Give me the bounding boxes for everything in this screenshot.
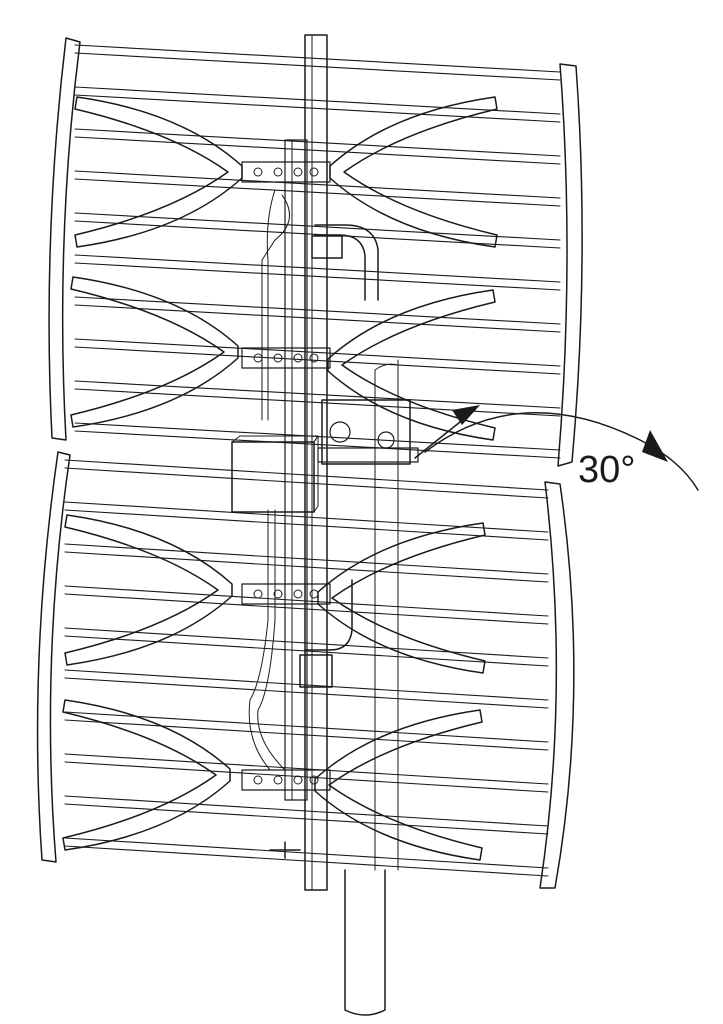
reflector-rod	[74, 170, 561, 199]
dipole-arm	[74, 96, 243, 248]
reflector-rod	[74, 94, 561, 123]
reflector-rod	[74, 212, 561, 241]
dipole-arm	[62, 699, 231, 851]
reflector-rod	[74, 178, 561, 207]
arrowhead-icon	[452, 405, 480, 425]
reflector-rod	[74, 380, 561, 409]
reflector-rod	[74, 338, 561, 367]
dipole-arm	[314, 709, 483, 861]
reflector-rod	[74, 296, 561, 325]
clamp-bolt	[309, 167, 319, 177]
reflector-rod	[64, 845, 549, 877]
reflector-rod	[74, 128, 561, 157]
reflector-rod	[74, 86, 561, 115]
clamp-bolt	[293, 353, 303, 363]
dipole-arm	[327, 289, 496, 441]
clamp-bolt	[273, 589, 283, 599]
angle-label: 30°	[578, 449, 635, 491]
dipole-elements	[62, 96, 498, 861]
clamp-bolt	[253, 353, 263, 363]
reflector-rod	[74, 254, 561, 283]
reflector-rod	[64, 803, 549, 835]
element-clamp	[241, 583, 331, 605]
clamp-bolt	[273, 775, 283, 785]
arrowhead-icon	[642, 430, 668, 462]
clamp-bolt	[309, 589, 319, 599]
reflector-rod	[74, 44, 561, 73]
clamp-bolt	[293, 589, 303, 599]
dipole-arm	[329, 96, 498, 248]
clamp-bolt	[293, 167, 303, 177]
clamp-bolt	[293, 775, 303, 785]
element-clamp	[241, 347, 331, 369]
dipole-arm	[70, 276, 239, 428]
reflector-rod	[74, 304, 561, 333]
clamp-bolt	[273, 167, 283, 177]
feed-lines	[248, 189, 290, 771]
dipole-arm	[317, 522, 486, 674]
clamp-bolt	[253, 589, 263, 599]
clamp-bolt	[253, 167, 263, 177]
reflector-rod	[74, 52, 561, 81]
reflector-panel-top	[48, 37, 583, 467]
reflector-rod	[64, 837, 549, 869]
reflector-rod	[74, 136, 561, 165]
mounting-bracket	[269, 224, 419, 859]
balun-box	[231, 435, 319, 513]
element-clamp	[241, 161, 331, 183]
element-clamps	[241, 161, 331, 791]
rotation-arc	[414, 405, 699, 491]
reflector-rods-top	[74, 44, 561, 459]
reflector-rod	[74, 262, 561, 291]
clamp-bolt	[273, 353, 283, 363]
dipole-arm	[64, 514, 233, 666]
reflector-rod	[74, 388, 561, 417]
reflector-rod	[64, 795, 549, 827]
clamp-bolt	[309, 353, 319, 363]
clamp-bolt	[253, 775, 263, 785]
clamp-bolt	[309, 775, 319, 785]
element-clamp	[241, 769, 331, 791]
